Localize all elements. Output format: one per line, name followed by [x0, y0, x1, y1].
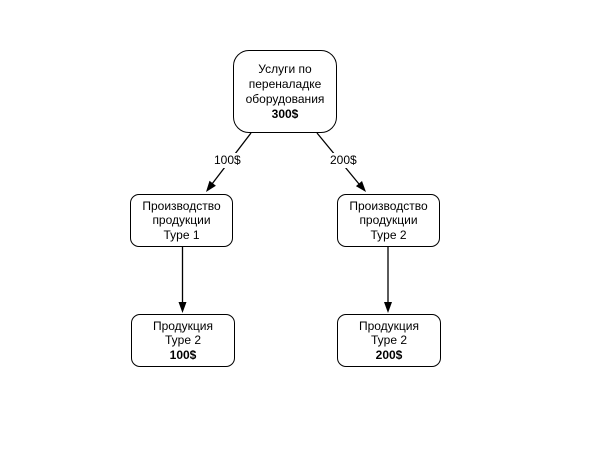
node-value: 200$ — [375, 347, 403, 362]
node-product-type2-200: Продукция Type 2 200$ — [337, 314, 441, 367]
node-text-line: Type 2 — [164, 333, 202, 348]
node-production-type1: Производство продукции Type 1 — [130, 194, 233, 247]
node-text-line: Продукция — [152, 318, 214, 333]
edge-label-100: 100$ — [213, 153, 242, 168]
node-text-line: оборудования — [245, 91, 325, 106]
node-text-line: Type 2 — [370, 333, 408, 348]
node-text-line: Type 1 — [163, 227, 200, 242]
node-setup-services: Услуги по переналадке оборудования 300$ — [233, 50, 337, 133]
node-text-line: Продукция — [358, 318, 420, 333]
arrowhead-prod2-to-out2 — [384, 302, 392, 313]
node-value: 100$ — [169, 347, 197, 362]
node-text-line: Type 2 — [370, 227, 407, 242]
node-text-line: Производство — [349, 198, 428, 213]
arrowhead-root-to-prod2 — [355, 181, 366, 192]
arrowhead-prod1-to-out1 — [178, 302, 187, 313]
node-text-line: продукции — [359, 213, 418, 228]
node-text-line: продукции — [152, 213, 211, 228]
node-product-type2-100: Продукция Type 2 100$ — [131, 314, 235, 367]
edge-label-200: 200$ — [329, 153, 358, 168]
node-value: 300$ — [271, 106, 299, 121]
node-text-line: переналадке — [248, 76, 322, 91]
node-text-line: Услуги по — [258, 61, 312, 76]
node-text-line: Производство — [142, 198, 221, 213]
arrowhead-root-to-prod1 — [206, 180, 216, 192]
node-production-type2: Производство продукции Type 2 — [337, 194, 440, 247]
